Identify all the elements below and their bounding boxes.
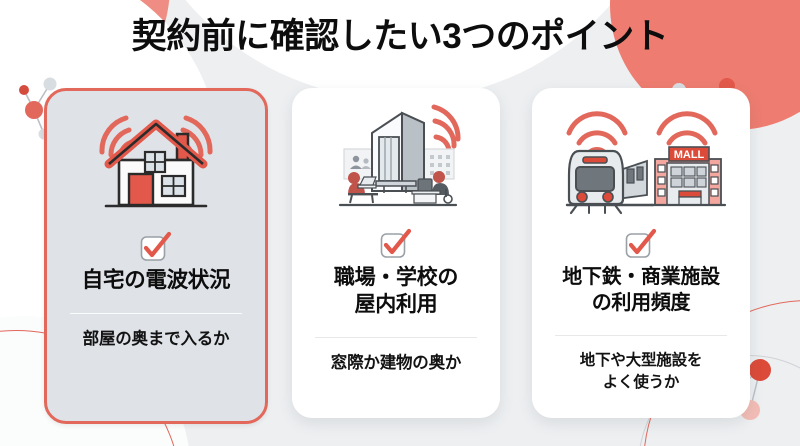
molecule-icon-top-left <box>19 77 57 140</box>
card-subway-mall[interactable]: MALL <box>532 88 750 418</box>
mall-sign-text: MALL <box>674 149 705 161</box>
checkbox-checked-icon <box>379 224 413 264</box>
card-subtitle: 地下や大型施設を よく使うか <box>579 352 703 391</box>
card-subtitle: 部屋の奥まで入るか <box>82 330 230 348</box>
card-divider <box>555 335 727 336</box>
card-row: 自宅の電波状況 部屋の奥まで入るか <box>0 88 800 428</box>
card-title: 地下鉄・商業施設 の利用頻度 <box>562 266 720 314</box>
card-divider <box>70 313 242 314</box>
card-home-signal[interactable]: 自宅の電波状況 部屋の奥まで入るか <box>44 88 268 424</box>
checkbox-checked-icon <box>624 224 658 264</box>
card-subtitle: 窓際か建物の奥か <box>330 354 462 372</box>
card-workplace-school[interactable]: 職場・学校の 屋内利用 窓際か建物の奥か <box>292 88 500 418</box>
page-title: 契約前に確認したい3つのポイント <box>131 17 669 56</box>
card-title: 自宅の電波状況 <box>81 268 231 292</box>
train-mall-wifi-icon: MALL <box>532 88 750 224</box>
house-wifi-icon <box>47 91 265 227</box>
card-divider <box>315 337 477 338</box>
card-title: 職場・学校の 屋内利用 <box>333 266 459 316</box>
office-building-wifi-icon <box>292 88 500 224</box>
checkbox-checked-icon <box>139 227 173 267</box>
